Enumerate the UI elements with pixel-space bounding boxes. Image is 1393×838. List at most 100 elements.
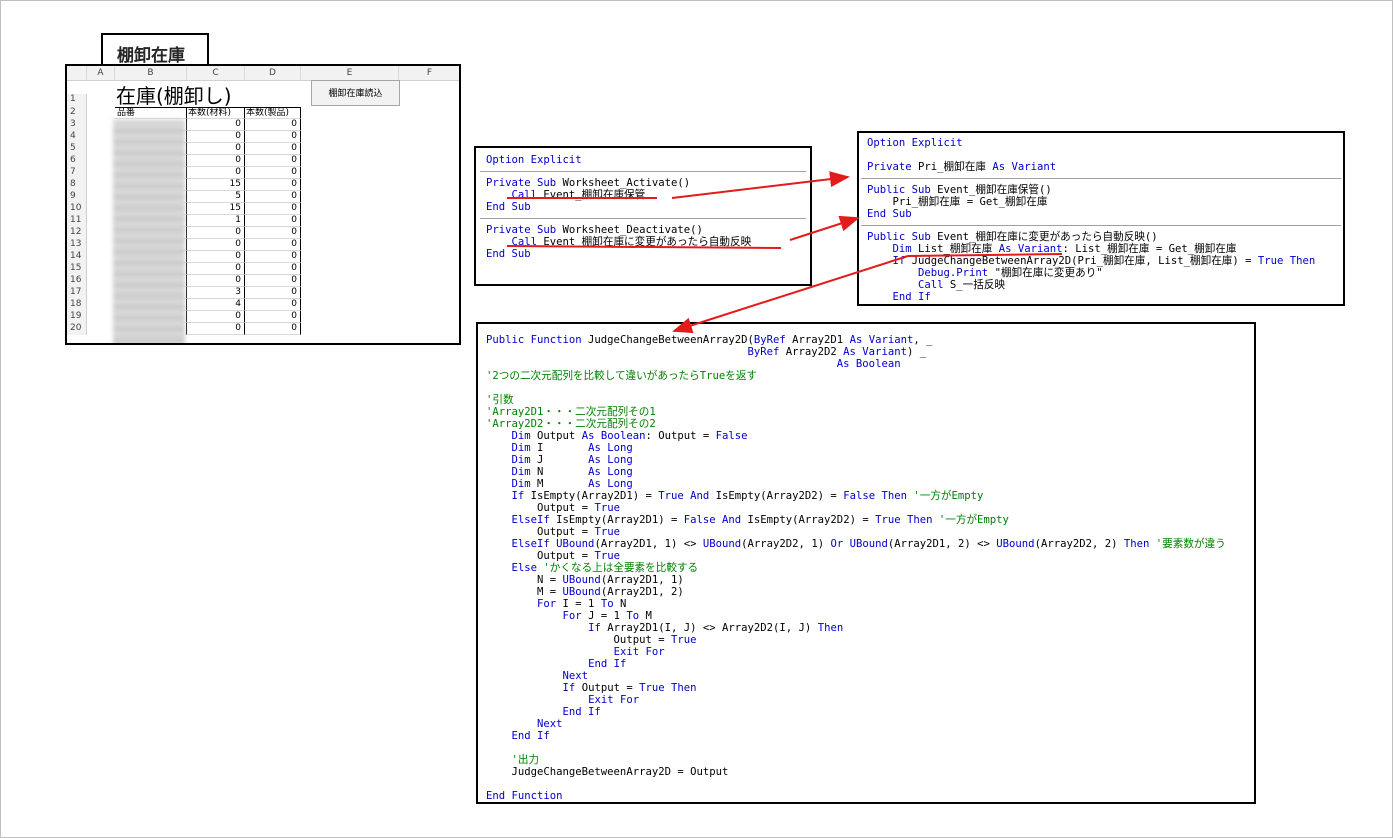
code-keyword: Public Function: [486, 334, 582, 346]
arrow-to-store-sub: [671, 171, 850, 199]
procedure-separator: [480, 171, 806, 172]
column-header-f[interactable]: F: [399, 66, 459, 80]
material-count-cell[interactable]: 0: [187, 239, 245, 251]
row-header[interactable]: 11: [67, 215, 87, 227]
code-line: ElseIf UBound(Array2D1, 1) <> UBound(Arr…: [486, 538, 1246, 550]
material-count-cell[interactable]: 0: [187, 227, 245, 239]
product-count-cell[interactable]: 0: [245, 299, 301, 311]
product-count-cell[interactable]: 0: [245, 203, 301, 215]
row-header[interactable]: 15: [67, 263, 87, 275]
code-keyword: Then: [1123, 538, 1150, 550]
column-header-c[interactable]: C: [187, 66, 245, 80]
code-text: Pri_棚卸在庫: [911, 161, 993, 173]
underline-judge-call: [907, 253, 1063, 257]
row-header[interactable]: 13: [67, 239, 87, 251]
code-line: '2つの二次元配列を比較して違いがあったらTrueを返す: [486, 370, 1246, 382]
product-count-cell[interactable]: 0: [245, 311, 301, 323]
code-keyword: Dim: [511, 430, 531, 442]
code-text: Event_棚卸在庫に変更があったら自動反映(): [930, 231, 1158, 243]
material-count-cell[interactable]: 4: [187, 299, 245, 311]
product-count-cell[interactable]: 0: [245, 275, 301, 287]
code-line: End Sub: [486, 201, 800, 213]
code-line: Option Explicit: [867, 137, 1335, 149]
code-text: M: [530, 478, 589, 490]
row-header[interactable]: 16: [67, 275, 87, 287]
code-text: List_棚卸在庫: [911, 243, 999, 255]
read-inventory-button[interactable]: 棚卸在庫読込: [311, 80, 400, 106]
material-count-cell[interactable]: 0: [187, 155, 245, 167]
product-count-cell[interactable]: 0: [245, 215, 301, 227]
row-header[interactable]: 19: [67, 311, 87, 323]
product-count-cell[interactable]: 0: [245, 155, 301, 167]
code-text: I: [530, 442, 589, 454]
code-keyword: As Variant: [998, 243, 1063, 255]
material-count-cell[interactable]: 0: [187, 263, 245, 275]
code-comment: '一方がEmpty: [938, 514, 1009, 526]
material-count-cell[interactable]: 15: [187, 203, 245, 215]
column-header-a[interactable]: A: [87, 66, 115, 80]
code-keyword: End If: [562, 706, 601, 718]
material-count-cell[interactable]: 0: [187, 311, 245, 323]
row-header[interactable]: 4: [67, 131, 87, 143]
code-comment: '引数: [486, 394, 514, 406]
code-text: N: [530, 466, 589, 478]
code-text: Array2D1(I, J) <> Array2D2(I, J): [600, 622, 818, 634]
row-header[interactable]: 9: [67, 191, 87, 203]
row-header[interactable]: 10: [67, 203, 87, 215]
product-count-cell[interactable]: 0: [245, 323, 301, 335]
product-count-cell[interactable]: 0: [245, 119, 301, 131]
material-count-cell[interactable]: 0: [187, 143, 245, 155]
material-count-cell[interactable]: 0: [187, 167, 245, 179]
product-count-cell[interactable]: 0: [245, 263, 301, 275]
code-text: "棚卸在庫に変更あり": [988, 267, 1103, 279]
row-header[interactable]: 8: [67, 179, 87, 191]
material-count-cell[interactable]: 5: [187, 191, 245, 203]
row-header[interactable]: 12: [67, 227, 87, 239]
code-line: If Output = True Then: [486, 682, 1246, 694]
code-keyword: As Variant: [843, 346, 907, 358]
code-keyword: True Then: [639, 682, 697, 694]
header-product-count: 本数(製品): [245, 107, 301, 119]
row-header[interactable]: 1: [67, 94, 87, 107]
column-header-e[interactable]: E: [301, 66, 399, 80]
code-keyword: UBound: [562, 574, 601, 586]
row-header[interactable]: 17: [67, 287, 87, 299]
product-count-cell[interactable]: 0: [245, 287, 301, 299]
code-text: N =: [486, 574, 563, 586]
code-line: ByRef Array2D2 As Variant) _: [486, 346, 1246, 358]
material-count-cell[interactable]: 1: [187, 215, 245, 227]
material-count-cell[interactable]: 0: [187, 251, 245, 263]
product-count-cell[interactable]: 0: [245, 179, 301, 191]
code-line: Call Event_棚卸在庫に変更があったら自動反映: [486, 236, 800, 248]
product-count-cell[interactable]: 0: [245, 143, 301, 155]
row-header[interactable]: 18: [67, 299, 87, 311]
product-count-cell[interactable]: 0: [245, 227, 301, 239]
material-count-cell[interactable]: 0: [187, 119, 245, 131]
code-keyword: Private: [867, 161, 912, 173]
product-count-cell[interactable]: 0: [245, 191, 301, 203]
product-count-cell[interactable]: 0: [245, 239, 301, 251]
material-count-cell[interactable]: 0: [187, 131, 245, 143]
code-keyword: Else: [511, 562, 538, 574]
code-line: Option Explicit: [486, 154, 800, 166]
product-count-cell[interactable]: 0: [245, 251, 301, 263]
column-header-b[interactable]: B: [115, 66, 187, 80]
row-header[interactable]: 20: [67, 323, 87, 335]
row-header[interactable]: 3: [67, 119, 87, 131]
code-text: Array2D1: [785, 334, 850, 346]
material-count-cell[interactable]: 0: [187, 323, 245, 335]
row-header[interactable]: 6: [67, 155, 87, 167]
row-header[interactable]: 2: [67, 107, 87, 119]
code-text: Output =: [486, 634, 671, 646]
product-count-cell[interactable]: 0: [245, 167, 301, 179]
material-count-cell[interactable]: 0: [187, 275, 245, 287]
column-header-d[interactable]: D: [245, 66, 301, 80]
row-header[interactable]: 14: [67, 251, 87, 263]
row-header[interactable]: 7: [67, 167, 87, 179]
product-count-cell[interactable]: 0: [245, 131, 301, 143]
material-count-cell[interactable]: 3: [187, 287, 245, 299]
material-count-cell[interactable]: 15: [187, 179, 245, 191]
code-line: Private Sub Worksheet_Deactivate(): [486, 224, 800, 236]
row-header[interactable]: 5: [67, 143, 87, 155]
